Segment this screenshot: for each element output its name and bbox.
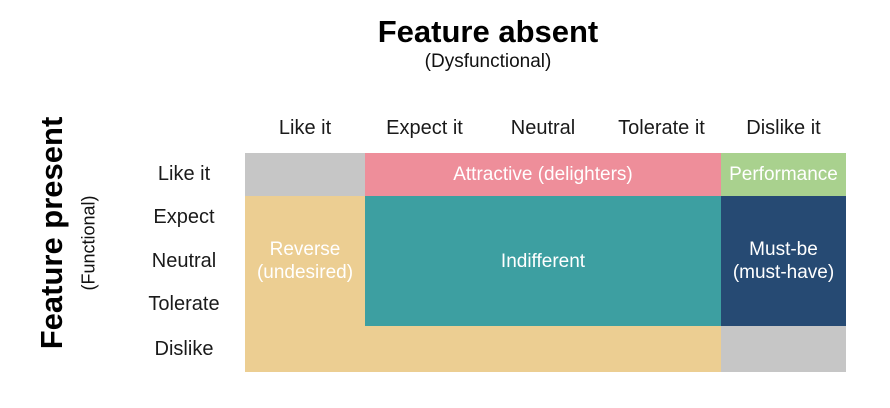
region-attractive-label: Attractive (delighters)	[453, 164, 633, 185]
x-axis-title-block: Feature absent (Dysfunctional)	[130, 14, 846, 73]
column-header-dislike-it: Dislike it	[746, 117, 821, 139]
x-axis-subtitle: (Dysfunctional)	[424, 51, 552, 72]
region-reverse-label: Reverse (undesired)	[256, 239, 354, 283]
row-header-dislike: Dislike	[154, 337, 214, 360]
region-indifferent: Indifferent	[365, 196, 721, 326]
y-axis-title: Feature present	[34, 116, 69, 350]
row-header-like-it: Like it	[157, 163, 211, 185]
column-header-like-it: Like it	[278, 117, 332, 139]
x-axis-title: Feature absent	[377, 14, 599, 49]
column-header-expect-it: Expect it	[386, 117, 463, 139]
region-performance: Performance	[721, 153, 846, 196]
row-header-tolerate: Tolerate	[148, 293, 220, 315]
row-header-expect: Expect	[153, 206, 215, 228]
region-questionable-bottom-right	[721, 326, 846, 372]
region-attractive: Attractive (delighters)	[365, 153, 721, 196]
region-reverse: Reverse (undesired)	[245, 196, 365, 326]
region-must-be: Must-be (must-have)	[721, 196, 846, 326]
y-axis-subtitle: (Functional)	[78, 195, 99, 291]
row-header-neutral: Neutral	[151, 249, 217, 272]
column-header-neutral: Neutral	[510, 117, 576, 139]
region-performance-label: Performance	[729, 164, 838, 185]
region-must-be-label: Must-be (must-have)	[732, 239, 835, 283]
column-header-tolerate-it: Tolerate it	[618, 117, 705, 139]
region-questionable-top-left	[245, 153, 365, 196]
region-indifferent-label: Indifferent	[500, 250, 586, 272]
region-reverse-bottom-band	[245, 326, 721, 372]
